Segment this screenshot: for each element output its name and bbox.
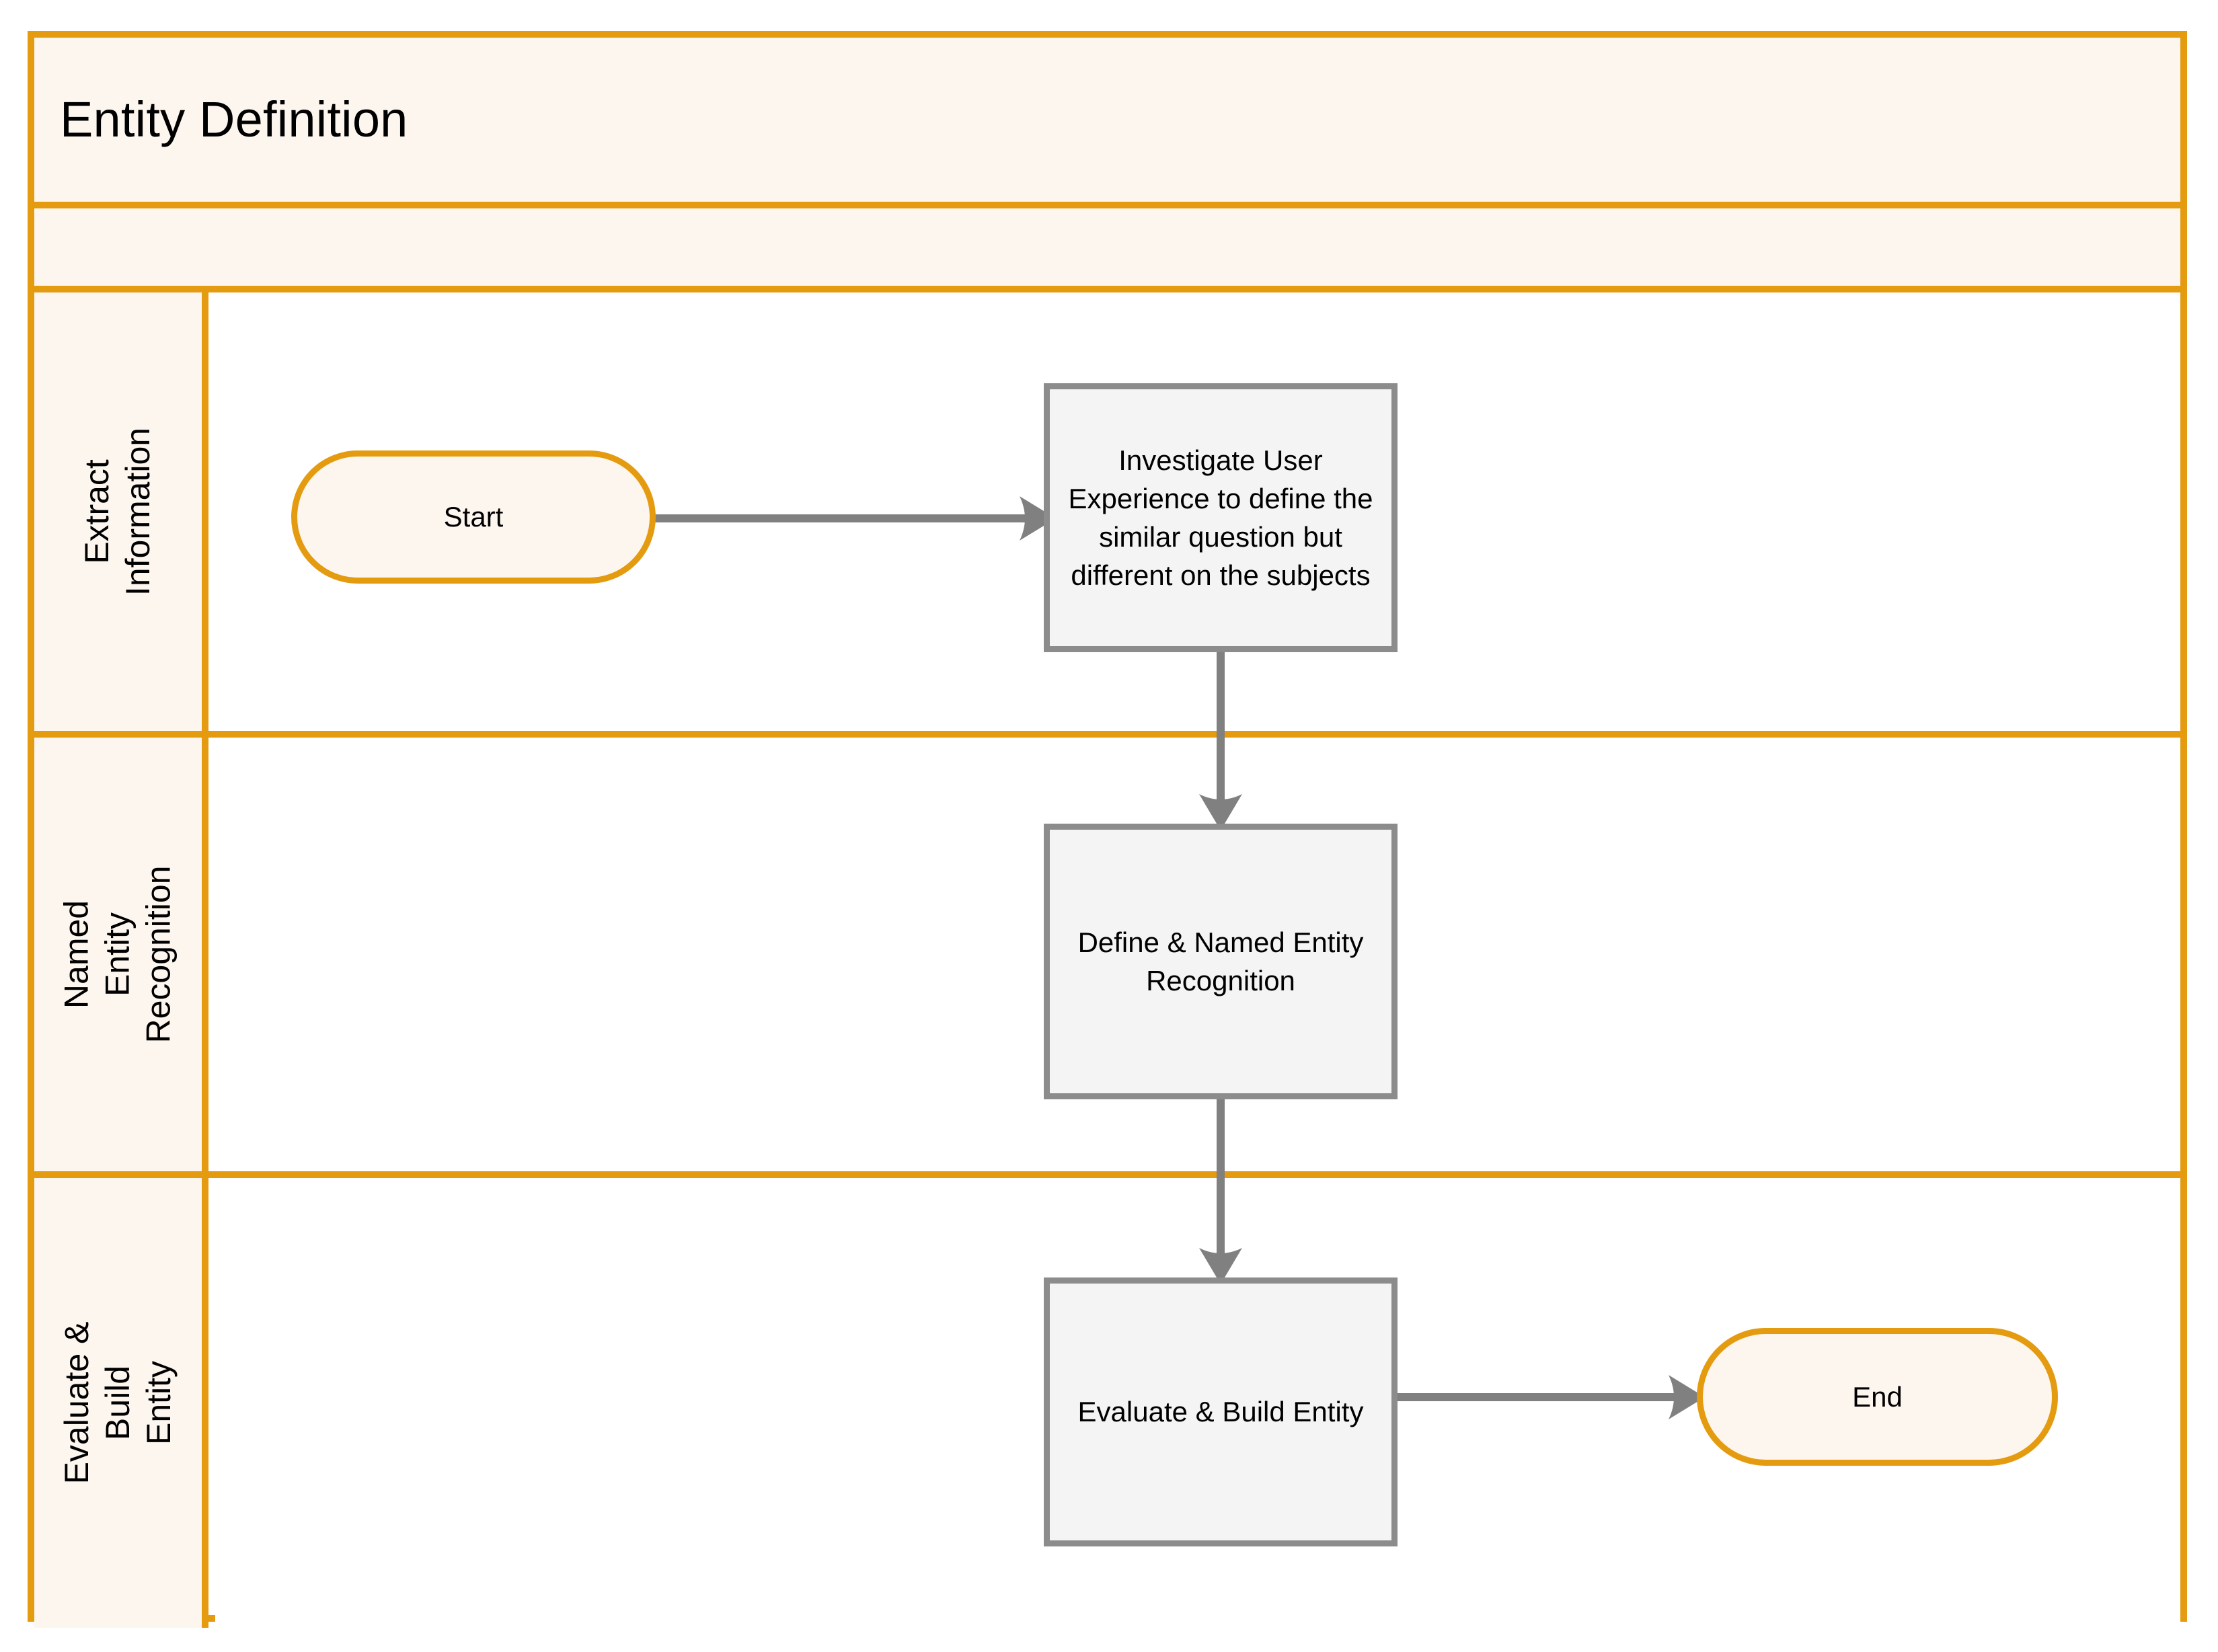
pool-title-band: Entity Definition: [34, 38, 2180, 208]
node-end[interactable]: End: [1697, 1328, 2058, 1466]
node-define-named-entity-recognition-label: Define & Named Entity Recognition: [1077, 926, 1364, 996]
lane-label-cell-extract-information: Extract Information: [34, 292, 208, 731]
lane-label-cell-named-entity-recognition: Named Entity Recognition: [34, 738, 208, 1171]
connector-start-to-p1: [646, 488, 1056, 549]
node-investigate-user-experience-label: Investigate User Experience to define th…: [1068, 444, 1373, 592]
connector-p1-to-p2: [1194, 647, 1248, 830]
node-start-label: Start: [443, 501, 504, 533]
connector-p2-to-p3: [1194, 1095, 1248, 1284]
page-title: Entity Definition: [60, 91, 408, 148]
lane-label-evaluate-build-entity: Evaluate & Build Entity: [58, 1321, 178, 1485]
node-define-named-entity-recognition[interactable]: Define & Named Entity Recognition: [1044, 824, 1398, 1099]
node-start[interactable]: Start: [291, 450, 656, 584]
connector-p3-to-end: [1392, 1367, 1705, 1427]
pool-subheader-band: [34, 208, 2180, 292]
node-evaluate-build-entity-label: Evaluate & Build Entity: [1077, 1396, 1364, 1428]
node-end-label: End: [1852, 1380, 1903, 1413]
node-investigate-user-experience[interactable]: Investigate User Experience to define th…: [1044, 383, 1398, 652]
lane-label-extract-information: Extract Information: [78, 427, 157, 596]
lane-label-named-entity-recognition: Named Entity Recognition: [58, 865, 178, 1044]
node-evaluate-build-entity[interactable]: Evaluate & Build Entity: [1044, 1277, 1398, 1546]
lane-label-cell-evaluate-build-entity: Evaluate & Build Entity: [34, 1178, 208, 1628]
